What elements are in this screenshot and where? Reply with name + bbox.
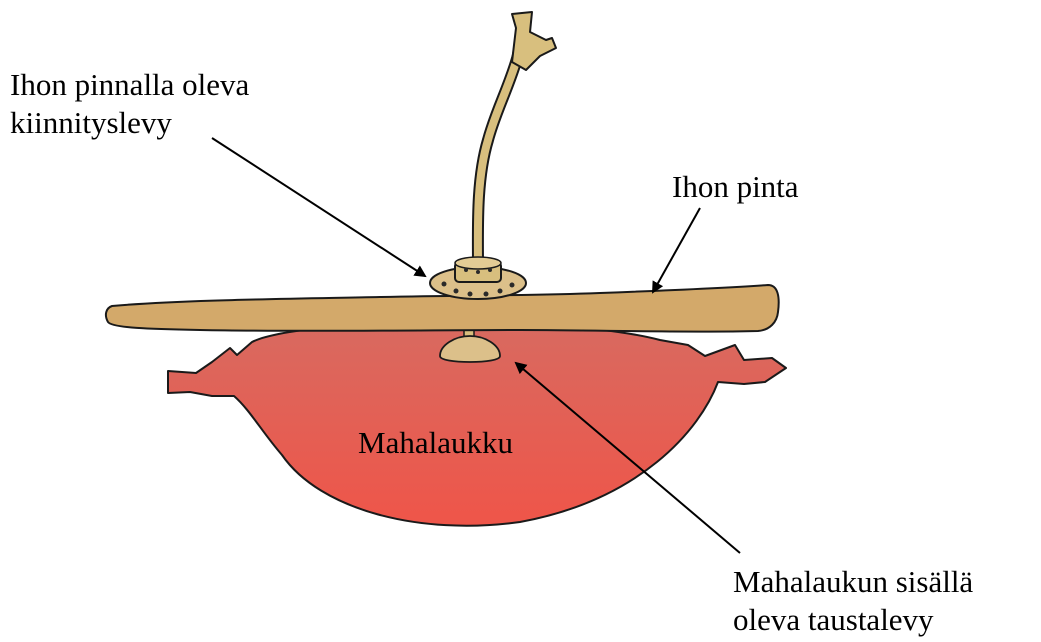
label-skin-surface: Ihon pinta bbox=[672, 168, 799, 206]
label-internal-plate-line2: oleva taustalevy bbox=[733, 601, 973, 639]
label-internal-plate-line1: Mahalaukun sisällä bbox=[733, 563, 973, 601]
label-internal-plate: Mahalaukun sisällä oleva taustalevy bbox=[733, 563, 973, 639]
arrow-skin-surface bbox=[653, 208, 700, 292]
label-external-plate-line2: kiinnityslevy bbox=[10, 104, 249, 142]
label-external-plate-line1: Ihon pinnalla oleva bbox=[10, 66, 249, 104]
tube-y-connector bbox=[512, 12, 556, 70]
label-external-plate: Ihon pinnalla oleva kiinnityslevy bbox=[10, 66, 249, 142]
label-stomach: Mahalaukku bbox=[358, 424, 513, 462]
arrow-external-plate bbox=[212, 138, 425, 276]
